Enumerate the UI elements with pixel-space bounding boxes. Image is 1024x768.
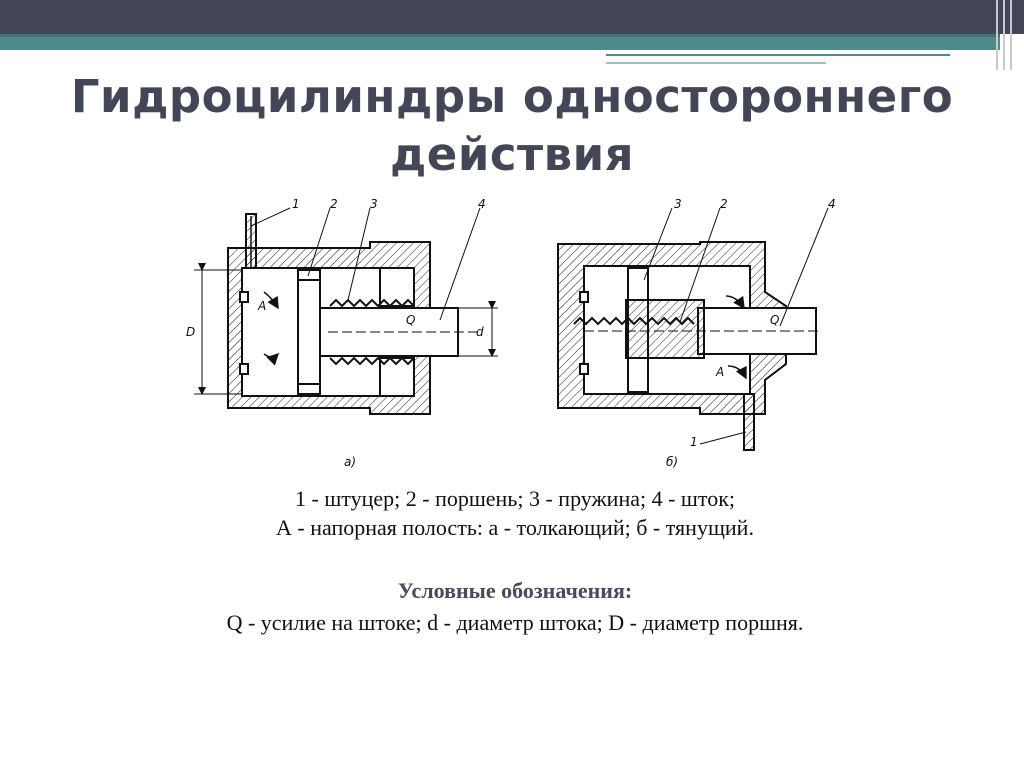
- header-corner-line: [996, 0, 998, 70]
- notation-line: Q - усилие на штоке; d - диаметр штока; …: [226, 610, 804, 635]
- spring: [573, 316, 695, 326]
- force-label: Q: [406, 313, 415, 327]
- cylinder-pulling: [557, 207, 829, 451]
- notation-title: Условные обозначения:: [397, 578, 633, 603]
- callout-label: 4: [478, 197, 486, 211]
- callout-label: 3: [674, 197, 682, 211]
- header-thin-line-2: [606, 62, 826, 64]
- force-label: Q: [770, 313, 779, 327]
- right-diagram-labels: 3 2 4 1 A Q б): [666, 197, 836, 469]
- callout-label: 4: [828, 197, 836, 211]
- piston-diameter-label: D: [186, 325, 195, 339]
- header-corner-line: [1003, 0, 1005, 70]
- header-stripe: [0, 34, 1000, 50]
- cavity-label: A: [257, 299, 266, 313]
- diagram-caption: а): [344, 455, 356, 469]
- callout-label: 1: [690, 435, 698, 449]
- callout-label: 1: [292, 197, 300, 211]
- header-bar: [0, 0, 1024, 34]
- callout-label: 3: [370, 197, 378, 211]
- header-stripe-shadow: [0, 34, 1000, 37]
- fitting: [743, 393, 755, 451]
- callout-label: 2: [720, 197, 728, 211]
- page-title: Гидроцилиндры одностороннего действия: [60, 68, 964, 184]
- legend-line-2: А - напорная полость: а - толкающий; б -…: [276, 515, 754, 540]
- title-line-1: Гидроцилиндры одностороннего: [70, 70, 954, 123]
- cylinder-pushing: [194, 207, 498, 415]
- header-thin-line: [606, 54, 950, 56]
- spring: [329, 298, 415, 308]
- diagram-caption: б): [666, 455, 678, 469]
- legend-line-1: 1 - штуцер; 2 - поршень; 3 - пружина; 4 …: [295, 486, 735, 511]
- title-line-2: действия: [389, 128, 635, 181]
- piston: [297, 269, 321, 395]
- callout-label: 2: [330, 197, 338, 211]
- rod-diameter-label: d: [476, 325, 484, 339]
- left-diagram-labels: 1 2 3 4 A Q D d а): [186, 197, 486, 469]
- cavity-label: A: [715, 365, 724, 379]
- hydraulic-cylinder-diagram: 1 2 3 4 A Q D d а) 3 2 4: [186, 197, 836, 469]
- header-corner-line: [1010, 0, 1012, 70]
